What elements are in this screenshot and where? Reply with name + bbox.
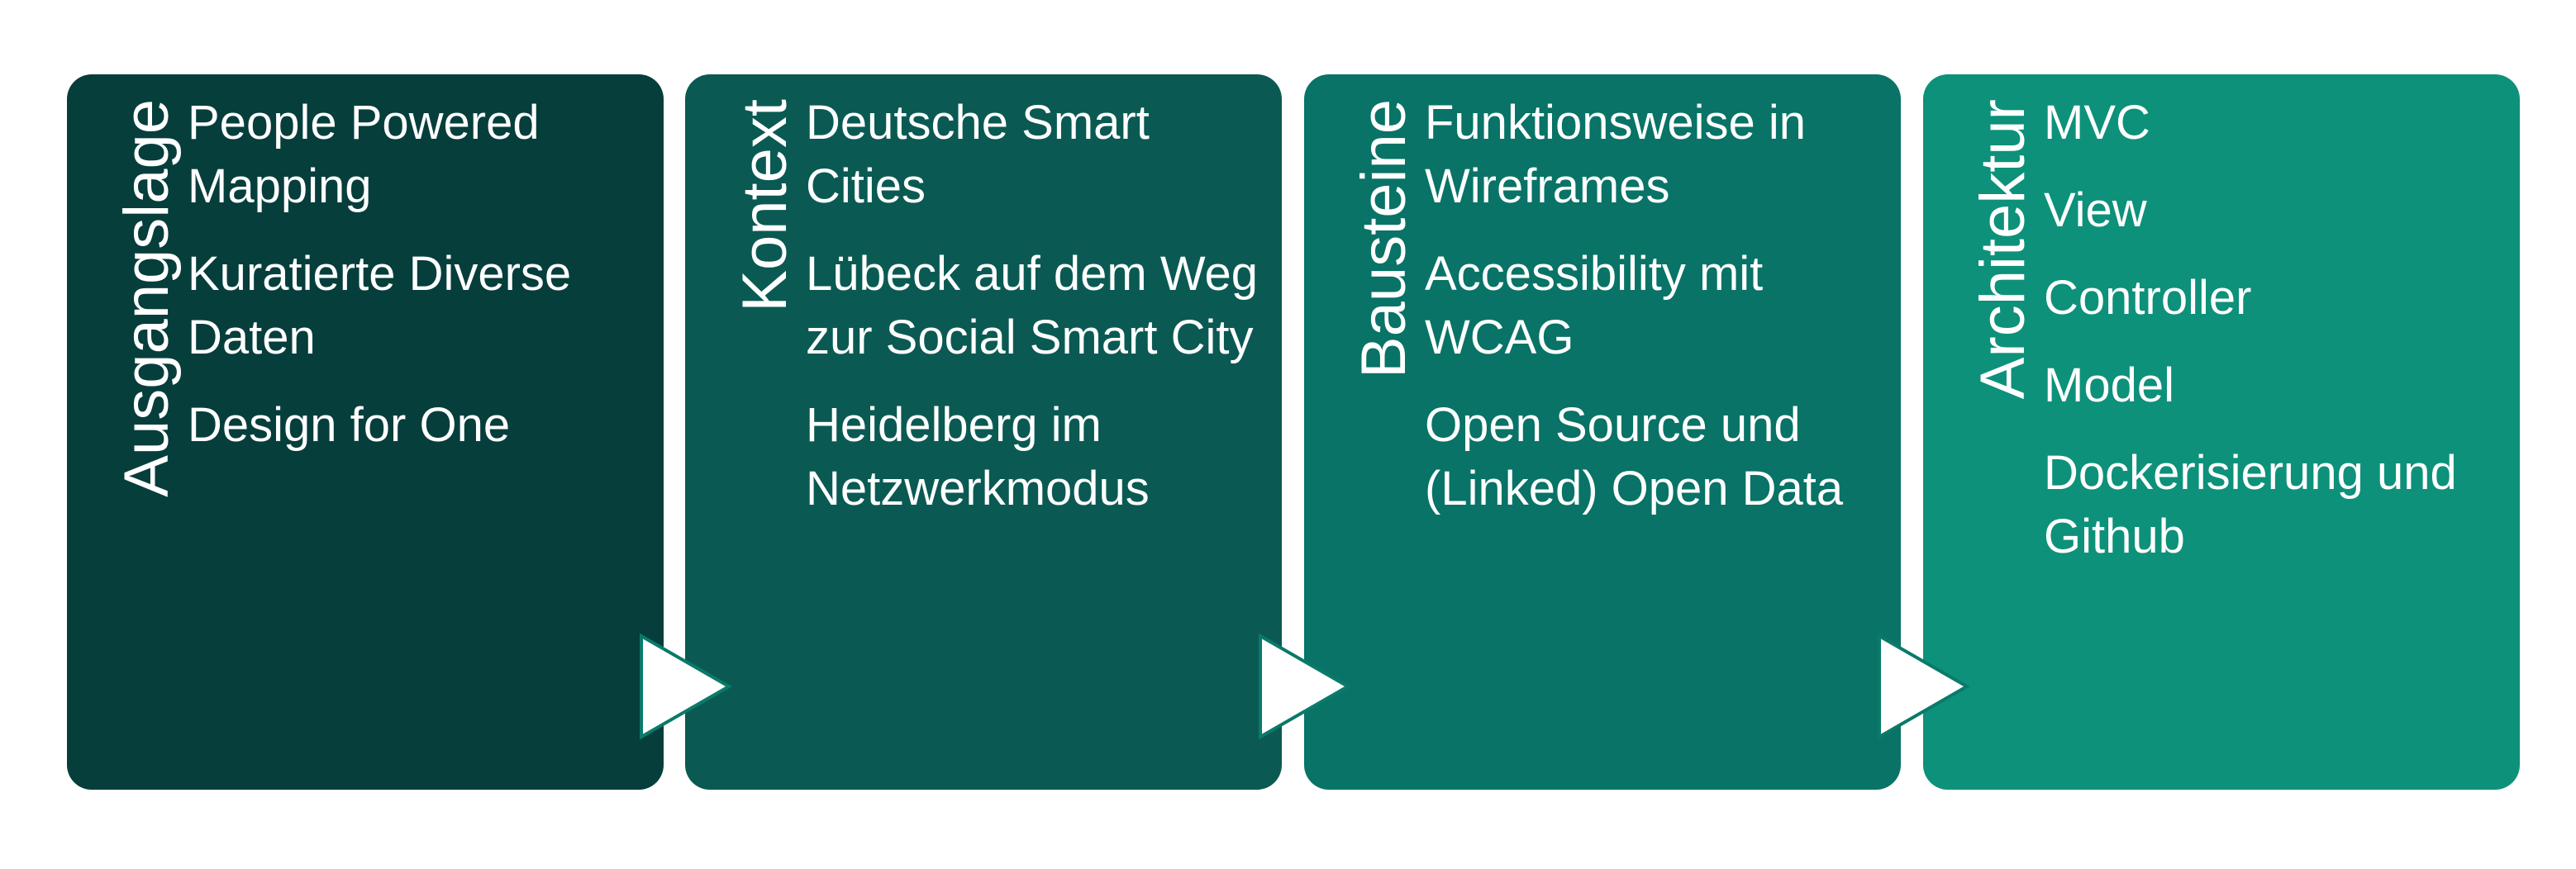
stage-panel-architektur: Architektur MVC View Controller Model Do… (1923, 74, 2520, 790)
stage-title-container: Architektur (1958, 99, 2049, 611)
stage-title: Architektur (1968, 99, 2038, 400)
stage-title: Bausteine (1349, 99, 1419, 379)
stage-title-container: Bausteine (1339, 99, 1430, 611)
stage-item: Funktionsweise in Wireframes (1425, 96, 1806, 213)
stage-items: People Powered Mapping Kuratierte Divers… (188, 91, 650, 481)
stage-items: Funktionsweise in Wireframes Accessibili… (1425, 91, 1888, 544)
arrow-right-icon (1878, 633, 1971, 740)
stage-item: Deutsche Smart Cities (806, 96, 1150, 213)
stage-item: Model (2044, 359, 2174, 412)
stage-item: MVC (2044, 96, 2150, 150)
stage-item: View (2044, 183, 2147, 237)
stage-item: Kuratierte Diverse Daten (188, 247, 572, 364)
stage-items: Deutsche Smart Cities Lübeck auf dem Weg… (806, 91, 1269, 544)
stage-item: Open Source und (Linked) Open Data (1425, 398, 1844, 515)
stage-item: Heidelberg im Netzwerkmodus (806, 398, 1150, 515)
stage-item: Accessibility mit WCAG (1425, 247, 1764, 364)
stage-panel-ausgangslage: Ausgangslage People Powered Mapping Kura… (67, 74, 664, 790)
stage-item: People Powered Mapping (188, 96, 540, 213)
stage-panel-kontext: Kontext Deutsche Smart Cities Lübeck auf… (685, 74, 1282, 790)
stage-item: Lübeck auf dem Weg zur Social Smart City (806, 247, 1259, 364)
stage-item: Controller (2044, 271, 2252, 325)
stage-title: Ausgangslage (112, 99, 182, 497)
arrow-right-icon (640, 633, 733, 740)
stage-title: Kontext (730, 99, 800, 312)
arrow-right-icon (1259, 633, 1352, 740)
stage-item: Design for One (188, 398, 511, 452)
stage-panel-bausteine: Bausteine Funktionsweise in Wireframes A… (1304, 74, 1901, 790)
stage-item: Dockerisierung und Github (2044, 446, 2457, 563)
stage-title-container: Kontext (720, 99, 811, 611)
stage-items: MVC View Controller Model Dockerisierung… (2044, 91, 2507, 592)
stage-title-container: Ausgangslage (102, 99, 193, 611)
